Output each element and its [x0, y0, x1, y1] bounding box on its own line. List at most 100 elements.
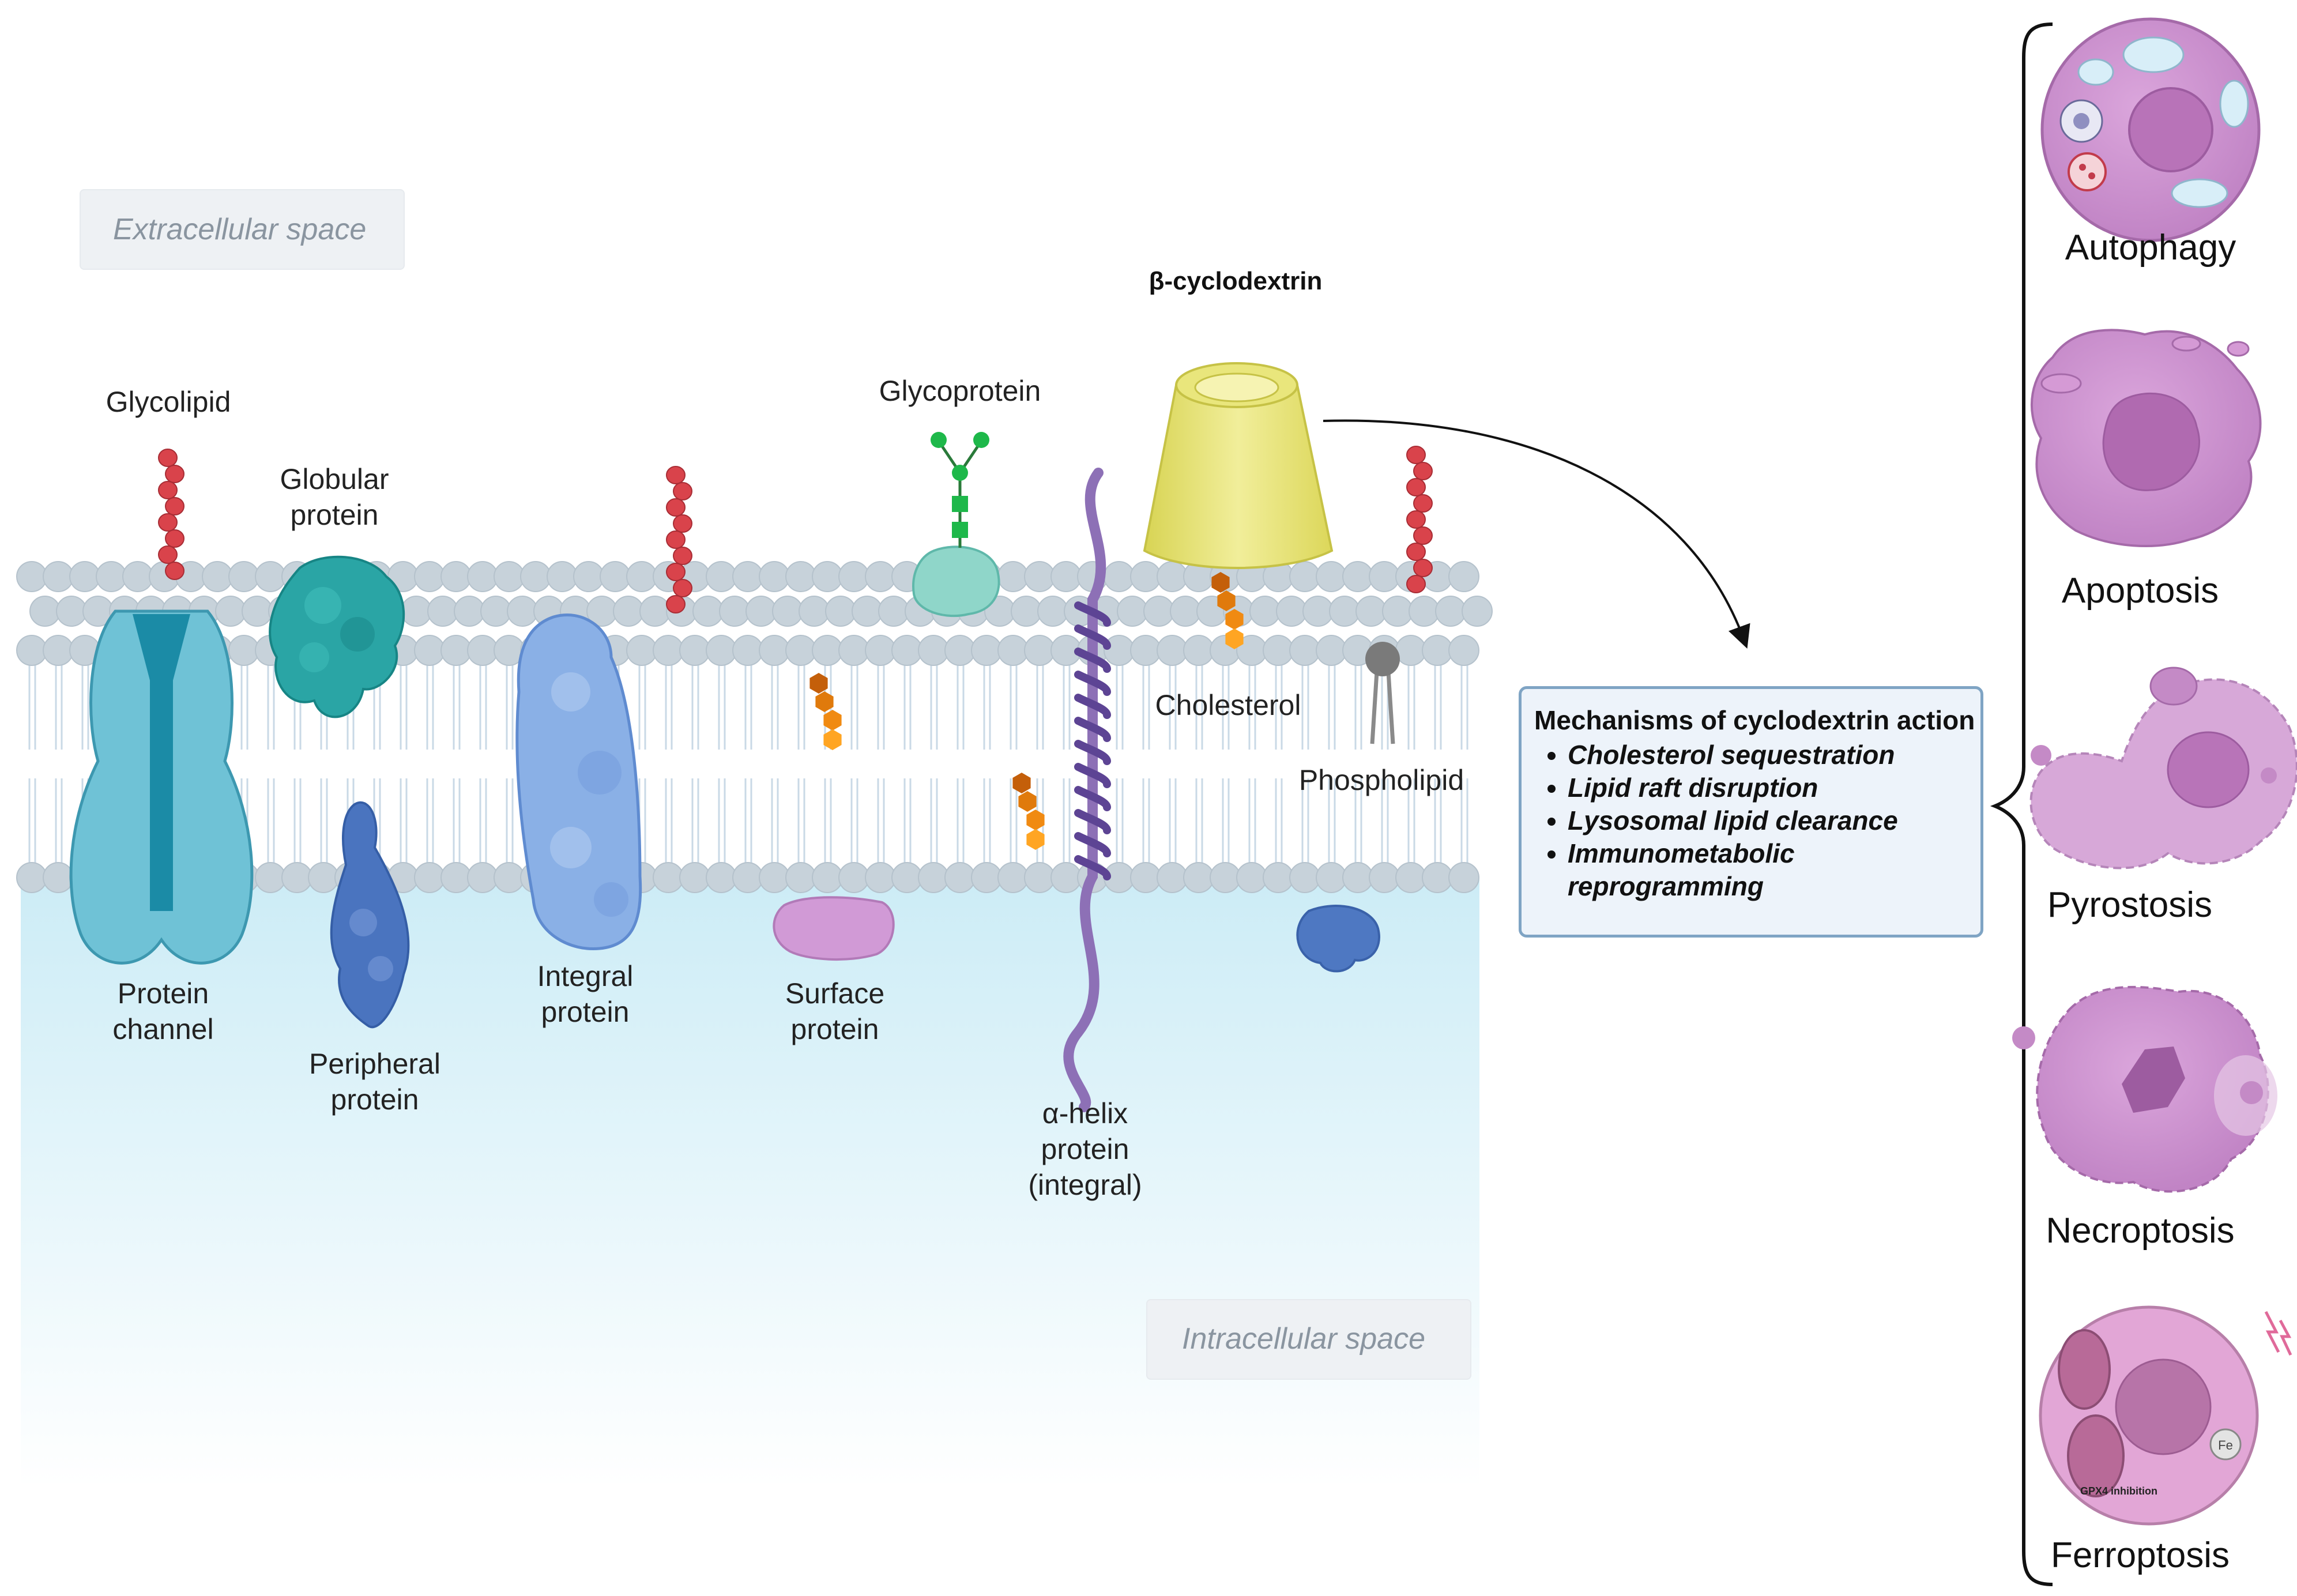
lipid-head [944, 862, 976, 893]
lipid-head [1183, 862, 1214, 893]
glycolipid-sugar [165, 465, 184, 483]
mechanisms-box: Mechanisms of cyclodextrin action Choles… [1519, 686, 1983, 938]
cell-death-bracket [1990, 22, 2053, 1586]
lipid-head [255, 561, 286, 592]
lipid-head [242, 596, 273, 627]
helix-coil [1074, 717, 1111, 742]
glycoprotein [912, 432, 1000, 617]
helix-coil [1074, 671, 1111, 696]
lipid-head [1448, 862, 1479, 893]
label-cholesterol: Cholesterol [1155, 689, 1301, 721]
lipid-head [467, 862, 498, 893]
lipid-head [865, 862, 896, 893]
lipid-head [1289, 561, 1320, 592]
lipid-head [1355, 596, 1387, 627]
lipid-head [547, 561, 578, 592]
lipid-head [799, 596, 830, 627]
lipid-head [1037, 596, 1068, 627]
label-peripheral-protein-2: protein [331, 1083, 419, 1116]
lipid-head [1157, 862, 1188, 893]
lipid-head [785, 862, 816, 893]
label-alpha-helix-2: protein [1041, 1133, 1129, 1165]
cholesterol-ring [1217, 590, 1236, 611]
lipid-head [1050, 862, 1082, 893]
lipid-head [772, 596, 803, 627]
lipid-head [29, 596, 61, 627]
lipid-head [507, 596, 538, 627]
lipid-head [759, 635, 790, 666]
lipid-head [1011, 596, 1042, 627]
glycolipid-sugar [1406, 446, 1426, 464]
lipid-head [1210, 862, 1241, 893]
lipid-head [520, 561, 551, 592]
lipid-head [812, 561, 843, 592]
lipid-head [1395, 635, 1426, 666]
glycolipid-sugar [673, 514, 692, 533]
lipid-head [43, 561, 74, 592]
lipid-head [1130, 561, 1161, 592]
lipid-head [997, 635, 1029, 666]
lipid-head [56, 596, 87, 627]
lipid-head [494, 862, 525, 893]
lipid-head [891, 862, 922, 893]
lipid-head [1024, 862, 1055, 893]
extracellular-label: Extracellular space [113, 213, 367, 246]
helix-coil [1074, 832, 1111, 857]
cholesterol-ring [1225, 628, 1244, 649]
lipid-head [1422, 635, 1453, 666]
lipid-head [414, 635, 445, 666]
lipid-head [997, 561, 1029, 592]
lipid-head [706, 635, 737, 666]
lipid-head [971, 862, 1002, 893]
lipid-head [1289, 862, 1320, 893]
lipid-head [971, 635, 1002, 666]
lipid-head [69, 561, 100, 592]
lipid-head [1104, 561, 1135, 592]
label-phospholipid: Phospholipid [1299, 764, 1464, 796]
glycolipid-sugar [673, 579, 692, 597]
cholesterol-ring [809, 673, 828, 694]
intracellular-label-box [1147, 1300, 1470, 1379]
lipid-head [1369, 862, 1400, 893]
lipid-head [626, 561, 657, 592]
glycolipid-sugar [165, 497, 184, 515]
lipid-head [891, 635, 922, 666]
lipid-head [838, 635, 869, 666]
glycolipid-sugar [1413, 494, 1433, 513]
intracellular-label: Intracellular space [1182, 1322, 1425, 1356]
lipid-head [1024, 561, 1055, 592]
cholesterol-ring [1018, 791, 1037, 812]
label-globular-protein-2: protein [291, 499, 379, 531]
lipid-head [16, 635, 47, 666]
lipid-head [626, 635, 657, 666]
label-apoptosis: Apoptosis [2062, 571, 2219, 611]
glycolipid-sugar [673, 547, 692, 565]
lipid-head [440, 635, 472, 666]
helix-coil [1074, 763, 1111, 788]
alpha-helix-protein [1063, 468, 1111, 1112]
label-surface-protein-1: Surface [785, 977, 884, 1010]
lipid-head [1329, 596, 1360, 627]
peripheral-protein [330, 801, 410, 1029]
lipid-head [1342, 561, 1373, 592]
label-integral-protein-2: protein [541, 996, 630, 1028]
lipid-head [1157, 635, 1188, 666]
bilayer-heads-top [16, 561, 1493, 666]
cholesterol-ring [1012, 773, 1031, 793]
lipid-head [1448, 561, 1479, 592]
lipid-head [1395, 862, 1426, 893]
lipid-head [215, 596, 246, 627]
helix-coil [1074, 601, 1111, 627]
lipid-head [467, 561, 498, 592]
lipid-head [1183, 635, 1214, 666]
helix-coil [1074, 624, 1111, 650]
lipid-head [838, 862, 869, 893]
lipid-head [639, 596, 671, 627]
glycolipid-sugar [158, 449, 178, 467]
lipid-head [1263, 635, 1294, 666]
mechanism-arrow [1323, 419, 1750, 649]
lipid-head [401, 596, 432, 627]
mechanisms-title: Mechanisms of cyclodextrin action [1534, 705, 1975, 735]
